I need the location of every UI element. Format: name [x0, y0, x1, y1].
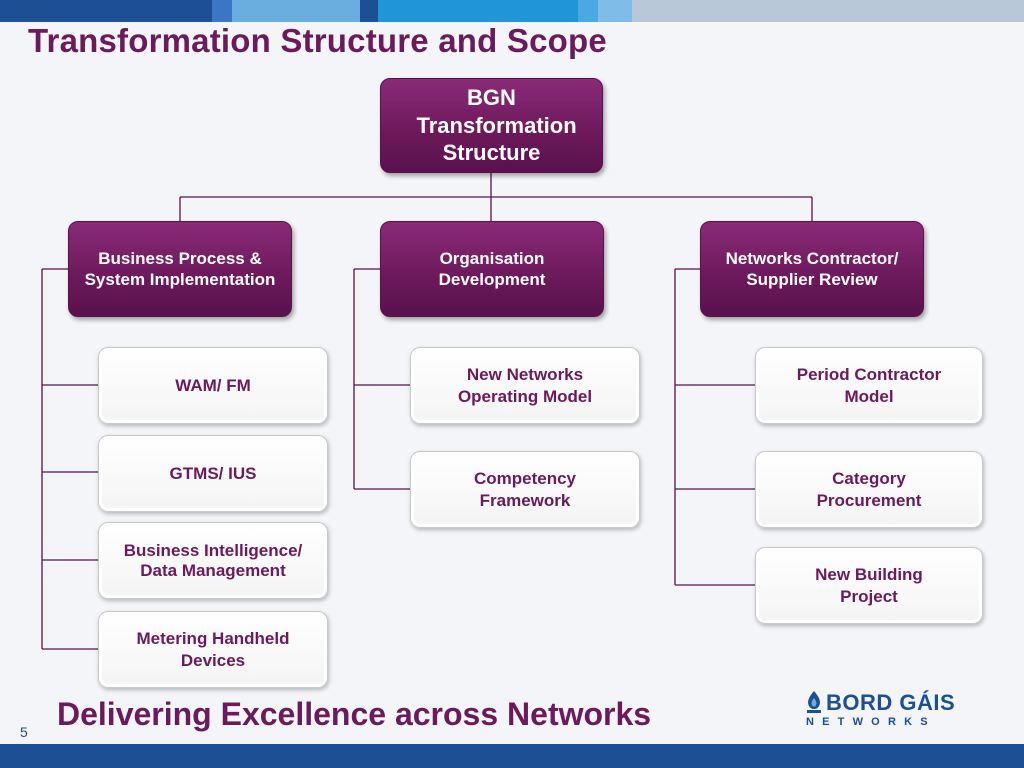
root-node-label: BGN Transformation Structure — [416, 85, 577, 166]
bottom-decorative-band — [0, 744, 1024, 768]
branch-node-label: Organisation Development — [438, 248, 546, 289]
leaf-node-label: GTMS/ IUS — [169, 463, 257, 483]
leaf-node-wam-fm: WAM/ FM — [98, 347, 328, 424]
branch-node-label: Business Process & System Implementation — [84, 248, 276, 289]
leaf-node-competency-framework: Competency Framework — [410, 451, 640, 528]
root-node: BGN Transformation Structure — [380, 78, 603, 173]
logo-name: BORD GÁIS — [826, 690, 956, 715]
logo-subtitle: NETWORKS — [806, 716, 936, 728]
company-logo: BORD GÁIS NETWORKS — [804, 690, 956, 734]
leaf-node-label: New Building Project — [815, 565, 923, 606]
leaf-node-label: Category Procurement — [816, 469, 922, 510]
leaf-node-gtms-ius: GTMS/ IUS — [98, 435, 328, 512]
footer-slogan: Delivering Excellence across Networks — [57, 696, 652, 732]
branch-node-contractor-review: Networks Contractor/ Supplier Review — [700, 221, 924, 317]
leaf-node-label: New Networks Operating Model — [457, 365, 593, 406]
branch-node-organisation-development: Organisation Development — [380, 221, 604, 317]
top-decorative-band — [0, 0, 1024, 22]
leaf-node-label: Metering Handheld Devices — [136, 629, 290, 670]
leaf-node-label: Competency Framework — [473, 469, 577, 510]
leaf-node-metering-handheld: Metering Handheld Devices — [98, 611, 328, 688]
flame-icon — [807, 691, 821, 713]
leaf-node-period-contractor: Period Contractor Model — [755, 347, 983, 424]
leaf-node-label: Period Contractor Model — [796, 365, 942, 406]
leaf-node-category-procurement: Category Procurement — [755, 451, 983, 528]
page-title: Transformation Structure and Scope — [28, 22, 607, 59]
branch-node-label: Networks Contractor/ Supplier Review — [725, 248, 899, 289]
leaf-node-business-intelligence: Business Intelligence/ Data Management — [98, 522, 328, 599]
leaf-node-new-building: New Building Project — [755, 547, 983, 624]
leaf-node-label: WAM/ FM — [175, 375, 251, 395]
leaf-node-operating-model: New Networks Operating Model — [410, 347, 640, 424]
leaf-node-label: Business Intelligence/ Data Management — [123, 540, 303, 580]
page-number: 5 — [20, 724, 28, 740]
branch-node-business-process: Business Process & System Implementation — [68, 221, 292, 317]
